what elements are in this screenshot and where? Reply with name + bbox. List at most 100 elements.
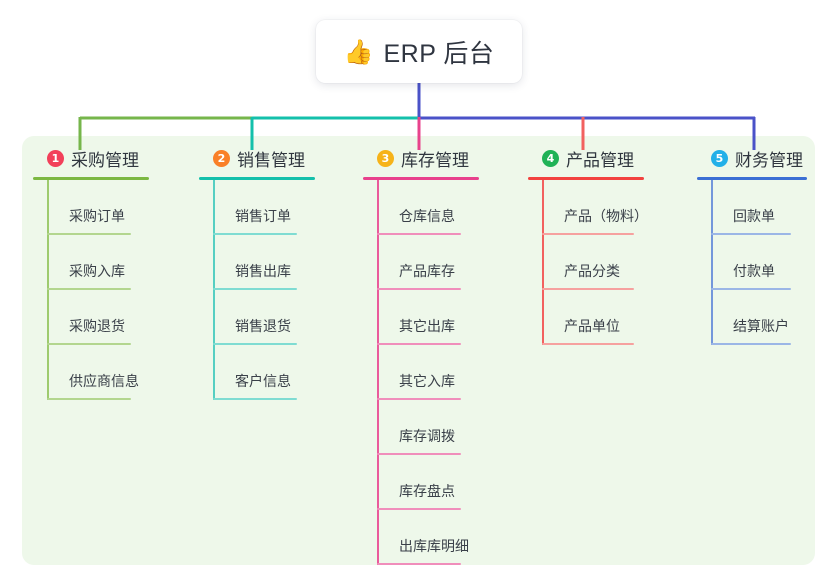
- leaf-node[interactable]: 采购订单: [33, 180, 183, 235]
- leaf-node-rule: [213, 343, 297, 345]
- branch-leaf-list: 产品（物料） 产品分类产品单位: [528, 180, 678, 345]
- leaf-node-label: 产品（物料）: [564, 208, 648, 224]
- branch-column-3: 3 库存管理仓库信息产品库存其它出库其它入库库存调拨库存盘点出库库明细: [363, 146, 513, 565]
- leaf-node-rule: [47, 288, 131, 290]
- leaf-node[interactable]: 供应商信息: [33, 345, 183, 400]
- branch-header-rule: [697, 177, 807, 180]
- leaf-node-label: 采购入库: [69, 263, 125, 279]
- leaf-node[interactable]: 采购入库: [33, 235, 183, 290]
- leaf-node-rule: [711, 288, 791, 290]
- leaf-node-rule: [47, 398, 131, 400]
- leaf-node[interactable]: 库存调拨: [363, 400, 513, 455]
- leaf-node[interactable]: 库存盘点: [363, 455, 513, 510]
- leaf-node[interactable]: 销售退货: [199, 290, 349, 345]
- leaf-node[interactable]: 其它入库: [363, 345, 513, 400]
- leaf-node-label: 其它入库: [399, 373, 455, 389]
- leaf-node-label: 销售订单: [235, 208, 291, 224]
- branch-column-1: 1 采购管理采购订单采购入库采购退货供应商信息: [33, 146, 183, 400]
- leaf-node-rule: [377, 288, 461, 290]
- branch-header-4[interactable]: 4 产品管理: [528, 146, 678, 170]
- leaf-node-rule: [47, 233, 131, 235]
- leaf-node-label: 仓库信息: [399, 208, 455, 224]
- root-node[interactable]: 👍 ERP 后台: [316, 20, 522, 83]
- branch-header-rule: [33, 177, 149, 180]
- leaf-node-rule: [47, 343, 131, 345]
- leaf-node-rule: [213, 233, 297, 235]
- leaf-node-rule: [213, 288, 297, 290]
- leaf-node[interactable]: 产品（物料）: [528, 180, 678, 235]
- leaf-node-label: 客户信息: [235, 373, 291, 389]
- leaf-node-rule: [711, 233, 791, 235]
- leaf-node[interactable]: 出库库明细: [363, 510, 513, 565]
- branch-leaf-list: 销售订单销售出库销售退货客户信息: [199, 180, 349, 400]
- leaf-node[interactable]: 销售出库: [199, 235, 349, 290]
- diagram-background-panel: [22, 136, 815, 565]
- branch-title: 库存管理: [401, 150, 469, 170]
- branch-column-5: 5 财务管理回款单付款单结算账户: [697, 146, 837, 345]
- branch-title: 销售管理: [237, 150, 305, 170]
- leaf-node-label: 采购退货: [69, 318, 125, 334]
- leaf-node-label: 出库库明细: [399, 538, 469, 554]
- branch-title: 财务管理: [735, 150, 803, 170]
- leaf-node[interactable]: 付款单: [697, 235, 837, 290]
- leaf-node-rule: [711, 343, 791, 345]
- branch-title: 产品管理: [566, 150, 634, 170]
- branch-header-rule: [363, 177, 479, 180]
- leaf-node-rule: [377, 233, 461, 235]
- leaf-node[interactable]: 采购退货: [33, 290, 183, 345]
- leaf-node-label: 付款单: [733, 263, 775, 279]
- leaf-node-rule: [542, 288, 634, 290]
- branch-spine: [542, 180, 544, 345]
- leaf-node-label: 产品单位: [564, 318, 620, 334]
- leaf-node-label: 销售出库: [235, 263, 291, 279]
- leaf-node[interactable]: 客户信息: [199, 345, 349, 400]
- leaf-node[interactable]: 产品单位: [528, 290, 678, 345]
- leaf-node[interactable]: 回款单: [697, 180, 837, 235]
- branch-spine: [213, 180, 215, 400]
- branch-number-badge: 4: [542, 149, 559, 167]
- leaf-node-rule: [213, 398, 297, 400]
- leaf-node-rule: [377, 398, 461, 400]
- thumbs-up-icon: 👍: [343, 37, 374, 66]
- leaf-node-rule: [377, 563, 461, 565]
- branch-number-badge: 1: [47, 149, 64, 167]
- branch-leaf-list: 仓库信息产品库存其它出库其它入库库存调拨库存盘点出库库明细: [363, 180, 513, 565]
- branch-title: 采购管理: [71, 150, 139, 170]
- leaf-node-label: 其它出库: [399, 318, 455, 334]
- branch-header-rule: [528, 177, 644, 180]
- branch-header-3[interactable]: 3 库存管理: [363, 146, 513, 170]
- leaf-node-label: 结算账户: [733, 318, 789, 334]
- branch-spine: [377, 180, 379, 565]
- leaf-node[interactable]: 其它出库: [363, 290, 513, 345]
- branch-header-5[interactable]: 5 财务管理: [697, 146, 837, 170]
- branch-column-4: 4 产品管理产品（物料） 产品分类产品单位: [528, 146, 678, 345]
- leaf-node-label: 产品分类: [564, 263, 620, 279]
- branch-leaf-list: 回款单付款单结算账户: [697, 180, 837, 345]
- leaf-node[interactable]: 产品库存: [363, 235, 513, 290]
- branch-header-rule: [199, 177, 315, 180]
- root-node-label: ERP 后台: [383, 39, 495, 68]
- branch-spine: [711, 180, 713, 345]
- leaf-node-rule: [542, 233, 634, 235]
- leaf-node-label: 供应商信息: [69, 373, 139, 389]
- leaf-node[interactable]: 结算账户: [697, 290, 837, 345]
- leaf-node-rule: [542, 343, 634, 345]
- leaf-node-label: 销售退货: [235, 318, 291, 334]
- leaf-node-label: 库存盘点: [399, 483, 455, 499]
- leaf-node[interactable]: 仓库信息: [363, 180, 513, 235]
- branch-leaf-list: 采购订单采购入库采购退货供应商信息: [33, 180, 183, 400]
- leaf-node-rule: [377, 453, 461, 455]
- branch-number-badge: 5: [711, 149, 728, 167]
- branch-number-badge: 3: [377, 149, 394, 167]
- leaf-node-label: 产品库存: [399, 263, 455, 279]
- branch-header-1[interactable]: 1 采购管理: [33, 146, 183, 170]
- leaf-node[interactable]: 销售订单: [199, 180, 349, 235]
- leaf-node-rule: [377, 508, 461, 510]
- leaf-node-label: 库存调拨: [399, 428, 455, 444]
- branch-spine: [47, 180, 49, 400]
- leaf-node[interactable]: 产品分类: [528, 235, 678, 290]
- leaf-node-label: 回款单: [733, 208, 775, 224]
